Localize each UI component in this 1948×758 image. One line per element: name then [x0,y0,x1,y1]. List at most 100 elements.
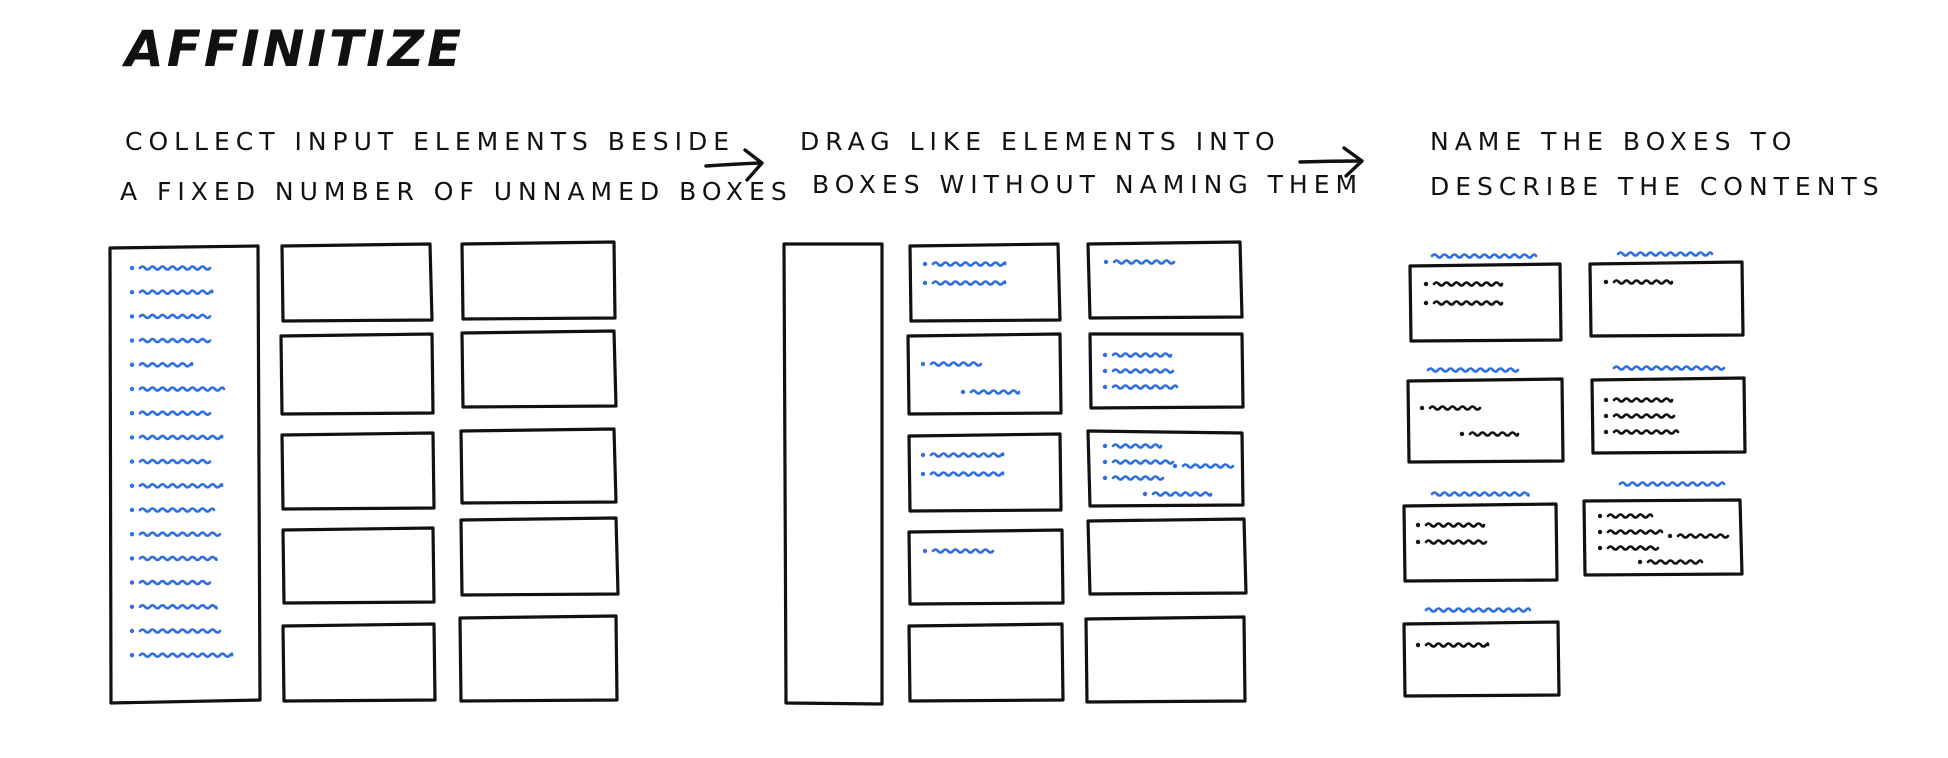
grouped-element [1102,443,1163,449]
scribble-text [1612,429,1680,435]
grouping-box [907,528,1065,606]
input-element [129,313,212,320]
unnamed-box [458,614,619,703]
grouping-box [1086,517,1248,596]
box-name-heading [1430,253,1538,259]
step2-caption-line2: BOXES WITHOUT NAMING THEM [812,170,1363,199]
grouped-element [920,471,1005,477]
named-box [1402,502,1559,583]
bullet-dot [1102,475,1108,481]
scribble-text [1426,367,1520,373]
unnamed-box [460,240,617,321]
bullet-dot [922,261,928,267]
named-box-element [1603,429,1680,435]
scribble-text [1612,413,1676,419]
named-box-element [1637,559,1704,565]
bullet-dot [129,290,135,295]
named-box-element [1419,405,1482,411]
step1-caption-line2: A FIXED NUMBER OF UNNAMED BOXES [120,177,793,206]
input-element [129,337,212,344]
input-elements-column [108,244,262,705]
input-element [129,628,222,634]
bullet-dot [129,411,135,416]
grouped-elements [920,259,1235,554]
bullet-dot [922,548,928,554]
bullet-dot [129,338,135,343]
input-element [129,579,212,586]
panel-name [1402,251,1747,698]
scribble-text [931,280,1007,286]
grouped-element [1103,259,1176,265]
scribble-text [1424,539,1488,545]
bullet-dot [129,628,135,634]
scribble-text [1676,533,1730,539]
grouping-box [1086,429,1245,508]
input-element [129,652,234,658]
arrow-right-icon [1298,146,1364,178]
named-box-element [1415,642,1490,648]
bullet-dot [1415,539,1421,545]
scribble-text [1111,384,1179,390]
input-element [129,458,212,465]
input-element [129,289,214,295]
scribble-text [1612,279,1674,285]
unnamed-box [459,427,618,505]
emptied-input-column [782,242,884,706]
scribble-text [929,452,1005,458]
scribble-text [1111,368,1175,374]
named-box [1406,377,1565,464]
input-element [129,507,216,513]
grouping-box [1086,240,1244,320]
scribble-text [1111,459,1175,465]
bullet-dot [129,556,135,561]
bullet-dot [1102,368,1108,374]
bullet-dot [129,532,135,537]
grouped-element [920,361,983,367]
bullet-dot [1637,559,1643,565]
box-name-heading [1618,481,1726,487]
bullet-dot [1423,281,1429,287]
input-element [129,531,222,537]
unnamed-box [280,242,434,323]
scribble-text [931,261,1007,267]
scribble-text [138,652,234,658]
scribble-text [1606,529,1664,535]
scribble-text [1430,491,1530,497]
named-box [1590,376,1747,455]
input-element [129,410,212,416]
scribble-text [1468,431,1520,437]
box-name-heading [1430,491,1530,497]
bullet-dot [1603,413,1609,419]
scribble-text [1424,522,1486,528]
grouped-element [1102,368,1175,374]
named-box-element [1597,513,1654,519]
input-element [129,265,212,271]
scribble-text [929,471,1005,477]
scribble-text [1618,481,1726,487]
scribble-text [931,548,995,554]
unnamed-box [280,431,436,511]
bullet-dot [129,604,135,609]
grouping-box [907,622,1065,703]
scribble-text [1612,397,1674,403]
input-element [129,434,224,441]
bullet-dot [1419,405,1425,411]
panel-drag [782,240,1248,706]
bullet-dot [1603,397,1609,403]
grouped-element [1102,352,1173,358]
step1-caption-line1: COLLECT INPUT ELEMENTS BESIDE [125,127,735,156]
scribble-text [1151,491,1213,497]
named-box-element [1423,300,1504,306]
scribble-text [1424,607,1532,613]
bullet-dot [129,362,135,367]
named-box-element [1603,413,1676,419]
unnamed-box [281,526,436,605]
scribble-text [138,265,212,271]
named-box-element [1597,529,1664,535]
arrow-right-icon [704,148,764,182]
input-element [129,483,224,489]
bullet-dot [1142,491,1148,497]
input-element [129,362,194,368]
scribble-text [929,361,983,367]
